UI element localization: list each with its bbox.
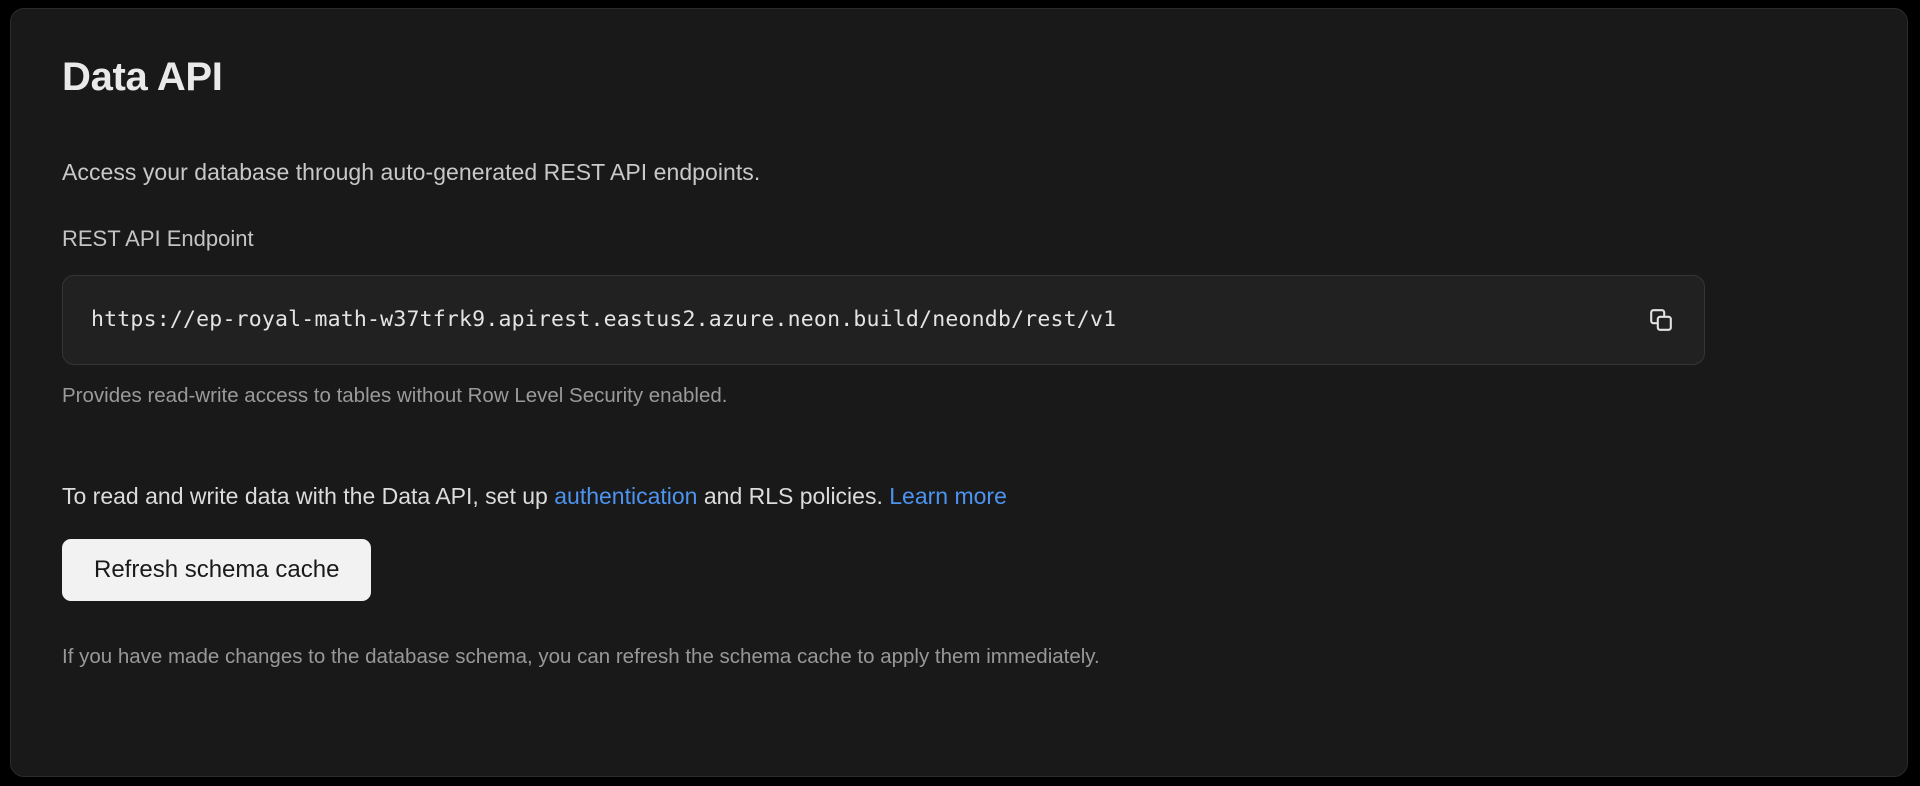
copy-endpoint-button[interactable] [1640, 299, 1682, 341]
card-content: Data API Access your database through au… [62, 53, 1867, 668]
rest-api-endpoint-field[interactable]: https://ep-royal-math-w37tfrk9.apirest.e… [62, 275, 1705, 365]
rls-policy-note-prefix: To read and write data with the Data API… [62, 483, 555, 509]
rls-policy-note: To read and write data with the Data API… [62, 480, 1007, 512]
data-api-card: Data API Access your database through au… [10, 8, 1908, 777]
copy-icon [1648, 307, 1674, 333]
rest-api-endpoint-label: REST API Endpoint [62, 226, 254, 251]
refresh-schema-cache-button[interactable]: Refresh schema cache [62, 539, 372, 601]
rest-api-endpoint-value[interactable]: https://ep-royal-math-w37tfrk9.apirest.e… [91, 307, 1117, 332]
refresh-helper-text: If you have made changes to the database… [62, 645, 1100, 668]
authentication-link[interactable]: authentication [554, 483, 698, 509]
card-description: Access your database through auto-genera… [62, 159, 761, 185]
rls-policy-note-middle: and RLS policies. [697, 483, 890, 509]
page-title: Data API [62, 55, 223, 99]
endpoint-helper-text: Provides read-write access to tables wit… [62, 384, 728, 407]
learn-more-link[interactable]: Learn more [889, 483, 1007, 509]
